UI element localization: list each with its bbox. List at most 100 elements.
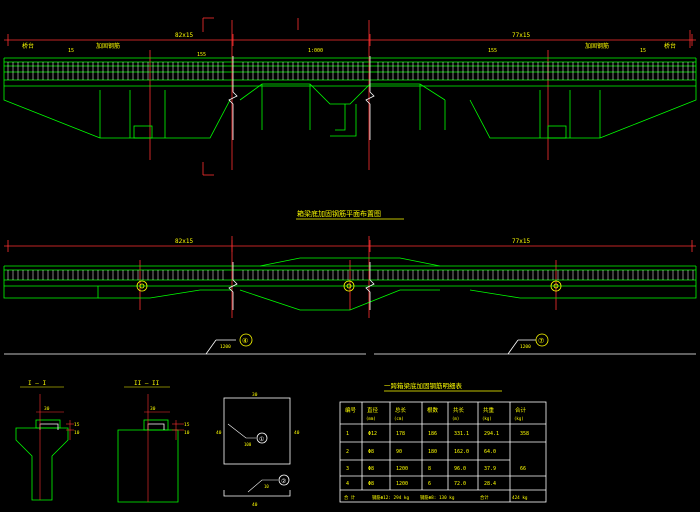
table-cell: 1200: [396, 481, 408, 487]
detail-bubble-label: ②: [281, 478, 286, 485]
table-footer-cell: 钢筋Φ8: 130 kg: [420, 494, 455, 501]
callout-bubble-label: ④: [242, 337, 248, 345]
section-1-dim: 15: [74, 422, 80, 428]
leader-label: 1200: [220, 344, 231, 350]
table-footer-cell: 合 计: [344, 494, 356, 501]
elevation-label-left: 桥台: [22, 42, 34, 50]
table-cell: 2: [346, 449, 349, 455]
table-cell: 186: [428, 431, 437, 437]
table-footer-cell: 合计: [480, 494, 489, 501]
plan-piers: [136, 280, 562, 292]
table-header: 根数: [427, 406, 439, 414]
elevation-small-dim: 15: [640, 48, 646, 54]
detail-bubble: [278, 474, 290, 486]
plan-title: 箱梁底加固钢筋平面布置图: [297, 209, 381, 218]
elevation-small-dim: 155: [197, 52, 206, 58]
plan-dimension: [4, 236, 696, 318]
section-1: I — I 30 15 10: [15, 380, 80, 501]
table-subheader: (mm): [366, 416, 376, 421]
table-cell: 6: [428, 481, 431, 487]
detail-leader-label: 10: [264, 484, 269, 489]
table-cell: 331.1: [454, 431, 469, 437]
detail-top-dim: 30: [252, 392, 258, 398]
detail-side-dim: 40: [216, 430, 222, 436]
quantity-table: 一跨箱梁底加固钢筋明细表 编号直径总长根数共长共重合计(mm)(cm)(m)(k…: [339, 381, 547, 503]
table-cell: 1200: [396, 466, 408, 472]
section-1-dim: 10: [74, 430, 80, 436]
plan-rebar-hatch: [7, 270, 694, 280]
table-cell: Φ8: [368, 481, 374, 487]
section-2-dim: 30: [150, 406, 156, 412]
table-cell: 1: [346, 431, 349, 437]
detail-leader: [247, 479, 278, 493]
plan-outline: [3, 257, 697, 311]
section-2-dim: 10: [184, 430, 190, 436]
detail-bottom-dim: 40: [252, 502, 258, 508]
table-cell: 72.0: [454, 481, 466, 487]
table-cell: 3: [346, 466, 349, 472]
section-1-dim: 30: [44, 406, 50, 412]
table-header: 共长: [453, 406, 465, 414]
elevation-dim-left: 82x15: [175, 32, 193, 39]
table-grid: [339, 401, 547, 503]
table-header: 编号: [345, 406, 357, 414]
callout-bubble-label: ⑦: [538, 337, 544, 345]
table-cell-total: 66: [520, 466, 526, 472]
table-cell: 64.0: [484, 449, 496, 455]
elevation-rebar-hatch: [7, 62, 694, 80]
girder-outline: [3, 57, 697, 139]
detail-bubble-label: ①: [259, 436, 264, 443]
elevation-rebar-note-left: 加固钢筋: [96, 42, 120, 50]
table-cell: 180: [428, 449, 437, 455]
plan-rebar-line: [4, 339, 696, 355]
table-title: 一跨箱梁底加固钢筋明细表: [384, 381, 463, 390]
elevation-label-right: 桥台: [664, 42, 676, 50]
break-symbol: [228, 56, 375, 140]
rebar-detail: 30 40 40 ① 100 ② 10 40: [216, 392, 300, 508]
table-cell: Φ8: [368, 466, 374, 472]
section-1-title: I — I: [28, 380, 46, 387]
table-subheader: (kg): [514, 416, 524, 421]
table-footer-cell: 424 kg: [512, 495, 528, 501]
section-2-title: II — II: [134, 380, 160, 387]
table-cell: 4: [346, 481, 349, 487]
table-header: 总长: [395, 406, 407, 414]
elevation-small-dim: 155: [488, 48, 497, 54]
elevation-centre-mark: 1:000: [308, 48, 323, 54]
table-cell: 178: [396, 431, 405, 437]
table-footer-cell: 钢筋Φ12: 294 kg: [372, 494, 409, 501]
table-header: 直径: [367, 406, 379, 414]
table-header: 合计: [515, 406, 527, 414]
table-cell: Φ8: [368, 449, 374, 455]
table-cell: 90: [396, 449, 402, 455]
callout-bubble: [535, 333, 549, 347]
section-2-dim: 15: [184, 422, 190, 428]
table-header: 共重: [483, 406, 495, 414]
table-cell: 96.0: [454, 466, 466, 472]
detail-bubble: [256, 432, 268, 444]
table-cell: 294.1: [484, 431, 499, 437]
table-cell: 8: [428, 466, 431, 472]
table-cell: 162.0: [454, 449, 469, 455]
plan-view: 箱梁底加固钢筋平面布置图 82x15 77x15: [3, 209, 697, 355]
break-symbol: [228, 262, 375, 310]
detail-frame: [223, 397, 291, 465]
plan-dim-right: 77x15: [512, 238, 530, 245]
table-cell: 37.9: [484, 466, 496, 472]
elevation-view: 82x15 77x15 桥台 桥台 加固钢筋 加固钢筋 1:000 15 155…: [3, 17, 697, 176]
detail-leader-label: 100: [244, 442, 252, 447]
elevation-rebar-note-right: 加固钢筋: [585, 42, 609, 50]
plan-dim-left: 82x15: [175, 238, 193, 245]
leader-label: 1200: [520, 344, 531, 350]
section-1-beam: [15, 427, 69, 501]
section-2: II — II 30 15 10: [117, 380, 190, 503]
table-subheader: (kg): [482, 416, 492, 421]
callout-bubble: [239, 333, 253, 347]
table-cell: Φ12: [368, 431, 377, 437]
detail-rebar-hook: [223, 490, 291, 497]
table-subheader: (cm): [394, 416, 404, 421]
table-cell-total: 358: [520, 431, 529, 437]
elevation-dim-right: 77x15: [512, 32, 530, 39]
